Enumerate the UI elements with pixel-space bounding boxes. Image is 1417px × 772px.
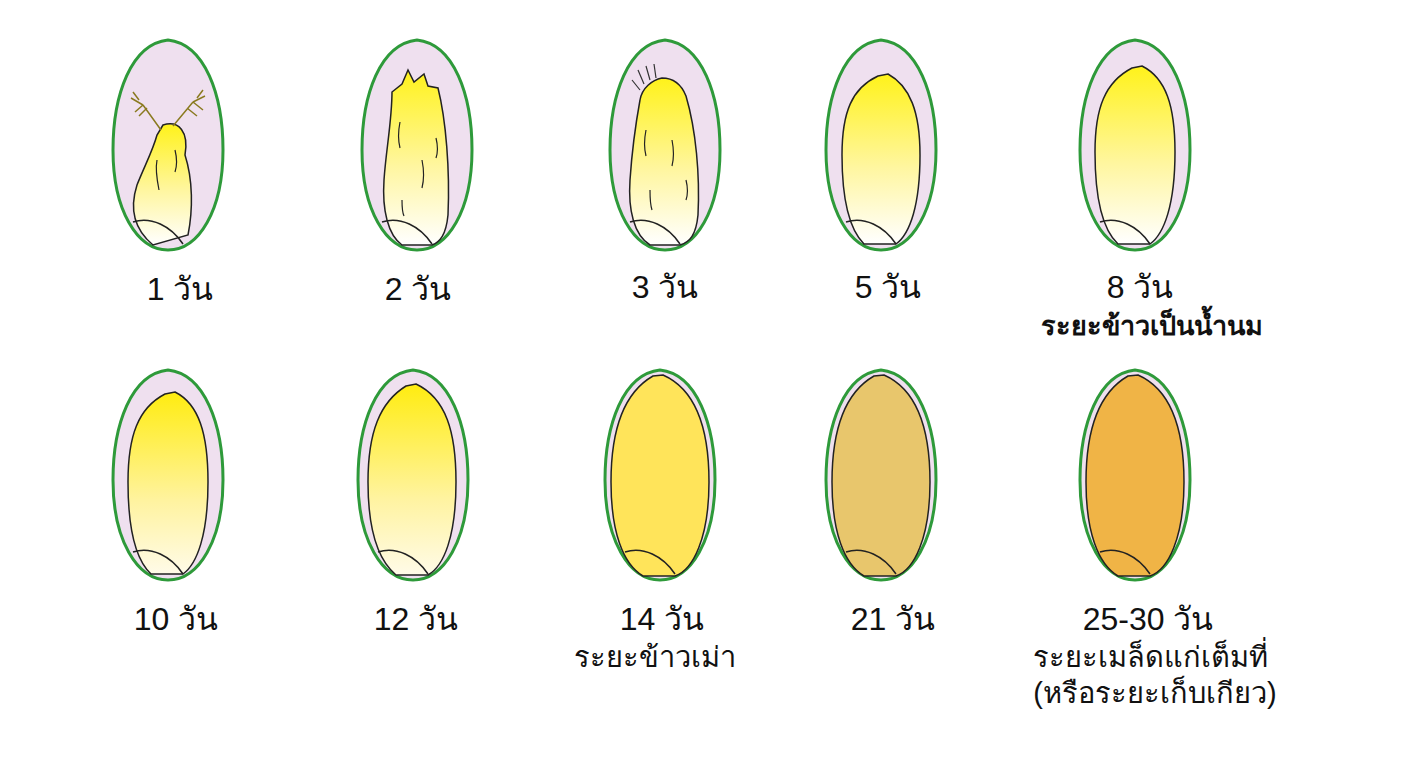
stage-name: ระยะข้าวเม่า	[574, 642, 736, 674]
day-label: 3 วัน	[632, 270, 699, 305]
grain	[1080, 40, 1190, 250]
day-label: 14 วัน	[620, 602, 704, 637]
day-label: 25-30 วัน	[1083, 602, 1214, 637]
grain	[358, 370, 468, 580]
grain	[605, 370, 715, 580]
grain	[113, 40, 223, 250]
stage-name: ระยะข้าวเป็นน้ำนม	[1041, 312, 1263, 342]
day-label: 21 วัน	[851, 602, 935, 637]
grain	[610, 40, 720, 250]
grain	[826, 40, 936, 250]
grain	[826, 370, 936, 580]
grain	[113, 370, 223, 580]
grain	[362, 40, 472, 250]
day-label: 12 วัน	[374, 602, 458, 637]
stage-name: ระยะเมล็ดแก่เต็มที่	[1033, 642, 1268, 674]
day-label: 2 วัน	[385, 272, 452, 307]
grain	[1080, 370, 1190, 580]
day-label: 8 วัน	[1107, 270, 1174, 305]
day-label: 10 วัน	[134, 602, 218, 637]
stage-note: (หรือระยะเก็บเกียว)	[1033, 678, 1276, 710]
day-label: 5 วัน	[855, 270, 922, 305]
day-label: 1 วัน	[147, 272, 214, 307]
